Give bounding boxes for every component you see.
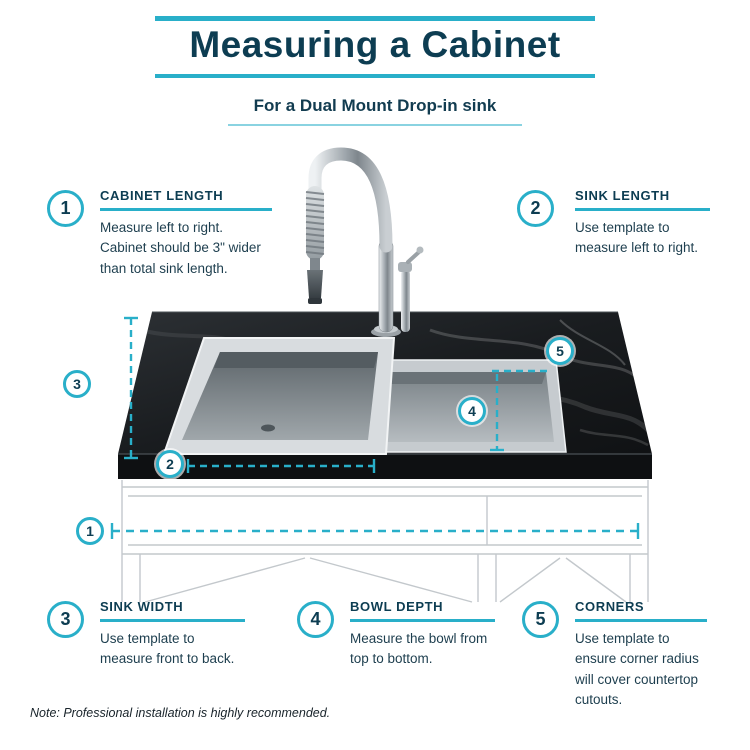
footer-note: Note: Professional installation is highl… bbox=[30, 706, 331, 720]
header-rule-top bbox=[155, 16, 595, 21]
faucet-connector bbox=[310, 258, 320, 270]
diagram-marker-5: 5 bbox=[546, 337, 574, 365]
callout-number-4: 4 bbox=[297, 601, 334, 638]
callout-body: Measure left to right. Cabinet should be… bbox=[100, 220, 261, 276]
callout-title: SINK WIDTH bbox=[100, 599, 245, 622]
sink-left-bowl bbox=[162, 337, 396, 455]
page-subtitle: For a Dual Mount Drop-in sink bbox=[253, 96, 497, 115]
callout-title: CORNERS bbox=[575, 599, 707, 622]
drain bbox=[261, 424, 275, 432]
callout-title: BOWL DEPTH bbox=[350, 599, 495, 622]
measurement-lines bbox=[110, 316, 640, 539]
callout-number-3: 3 bbox=[47, 601, 84, 638]
callout-number-2: 2 bbox=[517, 190, 554, 227]
callout-corners: CORNERS Use template to ensure corner ra… bbox=[575, 599, 707, 710]
measure-line-2 bbox=[186, 459, 376, 473]
measure-line-4 bbox=[490, 374, 504, 452]
page-title: Measuring a Cabinet bbox=[189, 24, 561, 65]
callout-body: Use template to measure front to back. bbox=[100, 631, 235, 667]
faucet-spray-head bbox=[307, 270, 323, 304]
diagram-marker-1: 1 bbox=[76, 517, 104, 545]
callout-bowl-depth: BOWL DEPTH Measure the bowl from top to … bbox=[350, 599, 495, 670]
callout-number-5: 5 bbox=[522, 601, 559, 638]
faucet-handle bbox=[398, 246, 424, 332]
header-rule-sub bbox=[228, 124, 522, 126]
callout-title: CABINET LENGTH bbox=[100, 188, 272, 211]
callout-body: Use template to ensure corner radius wil… bbox=[575, 631, 699, 707]
callout-body: Measure the bowl from top to bottom. bbox=[350, 631, 488, 667]
faucet bbox=[305, 147, 424, 337]
faucet-spring bbox=[305, 186, 325, 260]
callout-cabinet-length: CABINET LENGTH Measure left to right. Ca… bbox=[100, 188, 272, 279]
callout-title: SINK LENGTH bbox=[575, 188, 710, 211]
diagram-marker-3: 3 bbox=[63, 370, 91, 398]
callout-number-1: 1 bbox=[47, 190, 84, 227]
cabinet-outline bbox=[121, 480, 649, 603]
diagram-marker-4: 4 bbox=[458, 397, 486, 425]
measure-line-1 bbox=[110, 523, 640, 539]
callout-sink-width: SINK WIDTH Use template to measure front… bbox=[100, 599, 245, 670]
callout-body: Use template to measure left to right. bbox=[575, 220, 699, 256]
header-rule-mid bbox=[155, 74, 595, 78]
measure-line-3 bbox=[124, 316, 138, 460]
sink bbox=[162, 337, 567, 455]
diagram-marker-2: 2 bbox=[156, 450, 184, 478]
callout-sink-length: SINK LENGTH Use template to measure left… bbox=[575, 188, 710, 259]
